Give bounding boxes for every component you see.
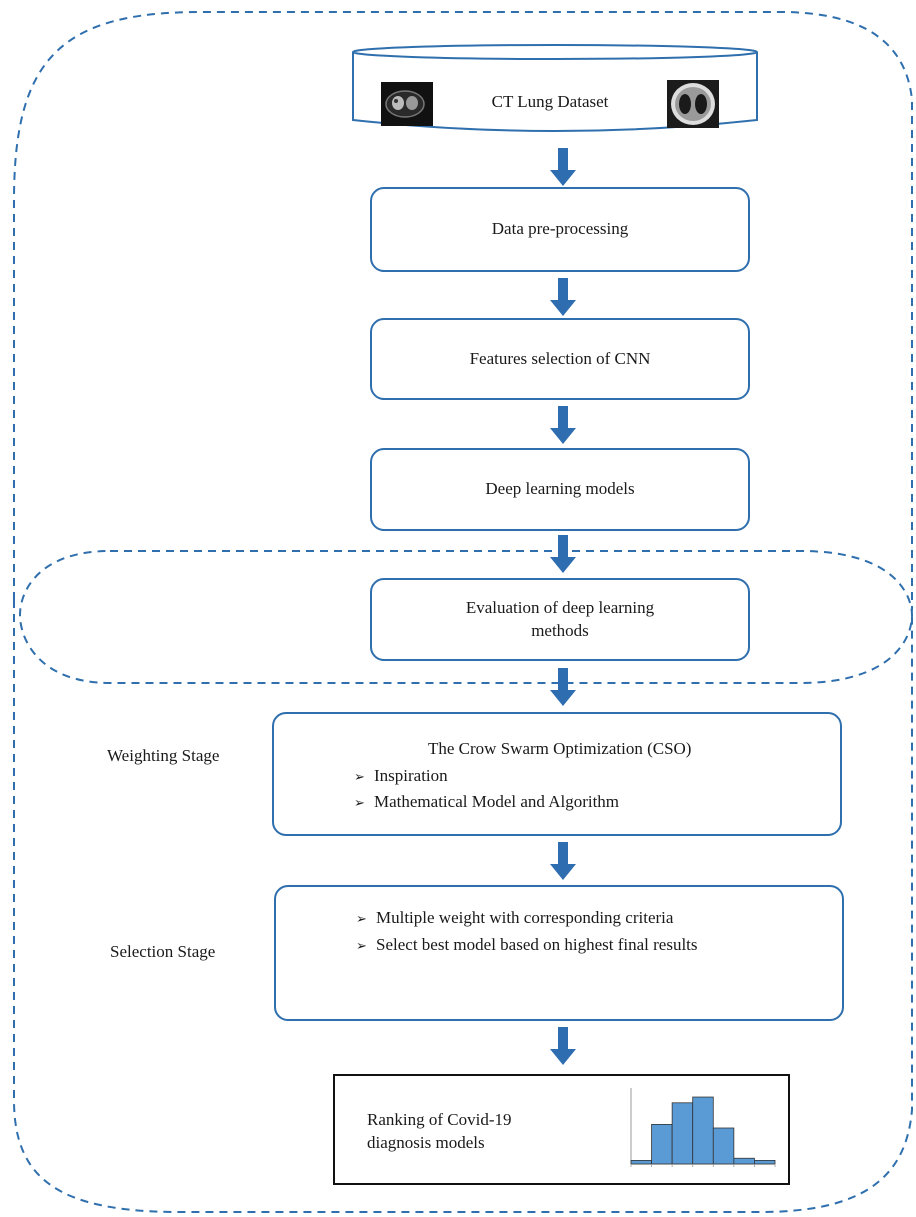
step-features-label: Features selection of CNN (469, 348, 651, 368)
evaluation-dashed-ellipse (18, 550, 914, 684)
weighting-box: The Crow Swarm Optimization (CSO) ➢ Insp… (272, 712, 842, 836)
weighting-bullet-text: Mathematical Model and Algorithm (374, 791, 620, 811)
down-arrow-icon (550, 1027, 576, 1065)
histogram-bar (754, 1160, 776, 1165)
arrow-bullet-icon: ➢ (354, 794, 365, 810)
step-evaluation-line1: Evaluation of deep learning (465, 597, 655, 617)
down-arrow-icon (550, 842, 576, 880)
down-arrow-icon (550, 668, 576, 706)
histogram-chart-icon (630, 1088, 776, 1167)
selection-bullet-text: Multiple weight with corresponding crite… (376, 908, 674, 927)
histogram-bar (712, 1127, 735, 1165)
arrow-bullet-icon: ➢ (356, 938, 367, 953)
ranking-label-line2: diagnosis models (367, 1133, 485, 1152)
step-deep-learning-models: Deep learning models (370, 448, 750, 531)
arrow-bullet-icon: ➢ (354, 768, 365, 784)
down-arrow-icon (550, 535, 576, 573)
step-features-selection: Features selection of CNN (370, 318, 750, 400)
selection-stage-label: Selection Stage (110, 942, 216, 961)
dataset-label: CT Lung Dataset (491, 92, 609, 111)
histogram-bar (692, 1096, 714, 1165)
weighting-bullet: ➢ Mathematical Model and Algorithm (354, 791, 820, 814)
lower-dashed-region (13, 600, 913, 1213)
histogram-bar (671, 1102, 694, 1165)
ct-scan-thumbnail-icon (381, 82, 433, 126)
selection-bullet: ➢ Multiple weight with corresponding cri… (356, 907, 822, 930)
ranking-box: Ranking of Covid-19 diagnosis models (333, 1074, 790, 1185)
down-arrow-icon (550, 148, 576, 186)
histogram-bar (733, 1157, 755, 1165)
arrow-bullet-icon: ➢ (356, 911, 367, 926)
ct-lung-thumbnail-icon (667, 80, 719, 128)
step-evaluation-line2: methods (531, 620, 589, 640)
weighting-stage-label: Weighting Stage (107, 746, 220, 765)
dataset-cylinder (352, 44, 758, 132)
down-arrow-icon (550, 406, 576, 444)
step-deep-learning-label: Deep learning models (485, 479, 635, 499)
weighting-bullet: ➢ Inspiration (354, 765, 820, 788)
step-evaluation: Evaluation of deep learning methods (370, 578, 750, 661)
histogram-bar (630, 1160, 652, 1165)
step-preprocessing-label: Data pre-processing (491, 219, 629, 239)
cso-title: The Crow Swarm Optimization (CSO) (428, 739, 692, 758)
selection-box: ➢ Multiple weight with corresponding cri… (274, 885, 844, 1021)
histogram-bar (651, 1124, 673, 1165)
ranking-label-line1: Ranking of Covid-19 (367, 1110, 512, 1129)
weighting-bullet-text: Inspiration (374, 765, 448, 785)
selection-bullet-text: Select best model based on highest final… (376, 935, 698, 954)
step-preprocessing: Data pre-processing (370, 187, 750, 272)
outer-dashed-region (13, 11, 913, 610)
selection-bullet: ➢ Select best model based on highest fin… (356, 934, 822, 957)
down-arrow-icon (550, 278, 576, 316)
